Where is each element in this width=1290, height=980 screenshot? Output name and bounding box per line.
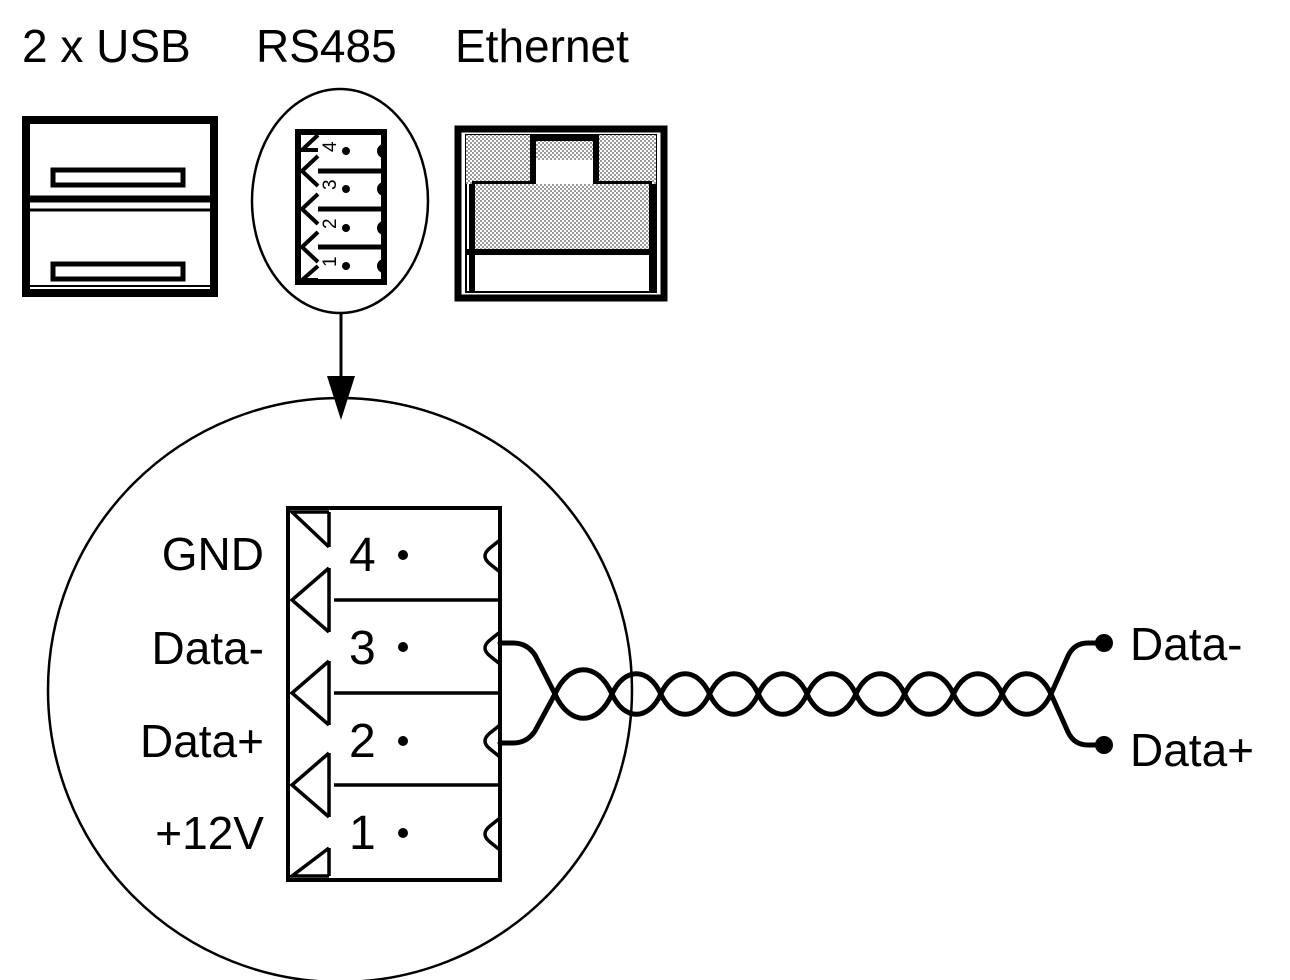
cable-twist-bottom: [999, 691, 1054, 717]
cable-twist-top: [999, 671, 1054, 697]
cable-twist-bottom: [902, 691, 956, 717]
cable-twist-bottom: [552, 691, 615, 721]
pin-label-gnd: GND: [162, 528, 264, 580]
cable-twist-top: [707, 671, 761, 697]
cable-twist-top: [658, 671, 713, 697]
cable-twist-bottom: [609, 691, 664, 717]
ethernet-title: Ethernet: [455, 20, 629, 72]
pin-3-dot: [398, 642, 408, 652]
pin-number-3: 3: [349, 622, 376, 675]
pin-label-data-plus: Data+: [140, 715, 264, 767]
rs485-title: RS485: [256, 20, 397, 72]
cable-twist-top: [902, 671, 956, 697]
pin-label-12v: +12V: [155, 807, 264, 859]
cable-twist-top: [609, 671, 664, 697]
cable-twist-bottom: [804, 691, 859, 717]
pin-number-2: 2: [349, 715, 376, 768]
cable-end-dot-data-plus: [1095, 736, 1113, 754]
usb-title: 2 x USB: [22, 20, 191, 72]
cable-label-data-minus: Data-: [1130, 618, 1242, 670]
small-pin-1: 1: [320, 256, 341, 267]
pin-number-1: 1: [349, 807, 376, 860]
usb-port-icon: [22, 116, 218, 297]
rs485-terminal-block: [286, 506, 502, 882]
cable-twist-top: [804, 671, 859, 697]
pin-2-dot: [398, 736, 408, 746]
rs485-port-icon: 4 3 2 1: [250, 87, 430, 315]
pin-1-dot: [398, 828, 408, 838]
pin-4-dot: [398, 550, 408, 560]
magnified-view-circle: [46, 396, 634, 980]
small-pin-4: 4: [320, 141, 341, 152]
cable-twist-bottom: [853, 691, 908, 717]
small-pin-2: 2: [320, 218, 341, 229]
zoom-arrow-icon: [327, 313, 355, 420]
cable-twist-top: [853, 671, 908, 697]
cable-twist-bottom: [755, 691, 810, 717]
pin-number-4: 4: [349, 529, 376, 582]
cable-twist-top: [755, 671, 810, 697]
ethernet-port-icon: [454, 125, 668, 302]
cable-end-dot-data-minus: [1095, 634, 1113, 652]
cable-twist-bottom: [950, 691, 1005, 717]
cable-twist-top: [950, 671, 1005, 697]
small-pin-3: 3: [320, 179, 341, 190]
twisted-pair-cable: [497, 640, 1103, 748]
cable-label-data-plus: Data+: [1130, 724, 1254, 776]
cable-twist-top: [552, 667, 615, 697]
pin-label-data-minus: Data-: [152, 622, 264, 674]
cable-twist-bottom: [707, 691, 761, 717]
cable-twist-bottom: [658, 691, 713, 717]
